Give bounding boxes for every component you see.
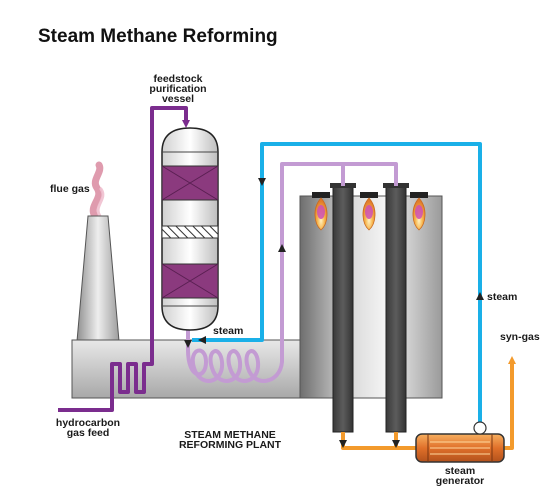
label-feedstock-line1: feedstock [153, 73, 203, 85]
feed-arrow [182, 120, 190, 128]
label-plant: STEAM METHANE REFORMING PLANT [170, 429, 290, 451]
mixed-arrow-up [278, 244, 286, 252]
purification-vessel [161, 127, 219, 331]
label-generator-line1: steam [444, 465, 476, 477]
reformer-tubes [330, 183, 409, 433]
flue-gas-plume [89, 161, 105, 220]
tube-arrow-right [392, 440, 400, 448]
steam-arrow-down [258, 178, 266, 186]
label-hydrocarbon-feed: hydrocarbon gas feed [48, 417, 128, 439]
steam-line [192, 142, 482, 424]
label-feedstock-line2: purification [149, 83, 207, 95]
label-steam-left: steam [213, 325, 244, 337]
label-steam-generator: steam generator [420, 465, 500, 487]
label-plant-line1: STEAM METHANE [184, 429, 276, 441]
steam-arrow-left [198, 336, 206, 344]
label-flue-gas: flue gas [50, 183, 90, 195]
label-feedstock-vessel: feedstock purification vessel [148, 73, 208, 105]
label-hydrocarbon-line1: hydrocarbon [55, 417, 121, 429]
hydrocarbon-feed-line [58, 106, 188, 412]
label-feedstock-line3: vessel [161, 93, 195, 105]
label-syn-gas: syn-gas [500, 331, 540, 343]
tube-arrow-left [339, 440, 347, 448]
label-generator-line2: generator [435, 475, 485, 487]
label-plant-line2: REFORMING PLANT [178, 439, 282, 451]
burners [312, 192, 428, 198]
burner-flames [314, 197, 426, 231]
label-hydrocarbon-line2: gas feed [66, 427, 110, 439]
mixed-arrow-down [184, 340, 192, 348]
steam-generator [415, 421, 505, 463]
diagram-title: Steam Methane Reforming [38, 26, 278, 47]
syngas-arrow-up [508, 356, 516, 364]
label-steam-right: steam [487, 291, 518, 303]
steam-arrow-up [476, 292, 484, 300]
